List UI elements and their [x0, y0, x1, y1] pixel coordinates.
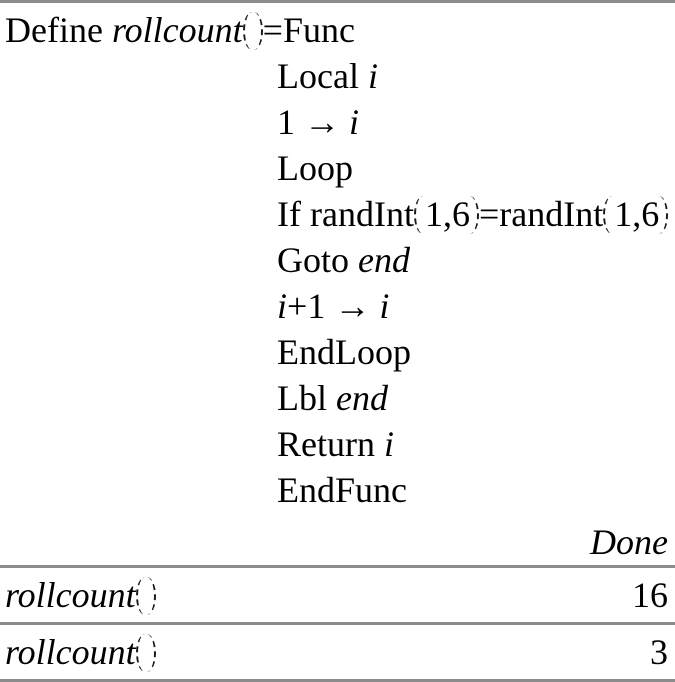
equals-operator: =	[478, 194, 500, 234]
randint-args: 1,6	[614, 194, 660, 234]
dashed-paren-close-icon	[147, 577, 156, 615]
variable-i: i	[383, 424, 394, 464]
expression-rollcount-call[interactable]: rollcount	[5, 631, 156, 673]
code-line-init: 1 → i	[277, 99, 668, 145]
randint-function: randInt	[499, 194, 604, 234]
expression-rollcount-call[interactable]: rollcount	[5, 574, 156, 616]
history-entry-define[interactable]: Define rollcount=Func Local i 1 → i Loop…	[0, 3, 675, 565]
define-result[interactable]: Done	[5, 519, 668, 565]
define-keyword: Define	[5, 10, 112, 50]
dashed-paren-close-icon	[254, 12, 263, 50]
history-entry-1[interactable]: rollcount 16	[0, 568, 675, 622]
store-arrow-icon: →	[295, 102, 349, 142]
func-keyword: Func	[282, 10, 355, 50]
goto-keyword: Goto	[277, 240, 358, 280]
entry-separator	[0, 565, 675, 568]
assign-operator: =	[262, 10, 283, 50]
variable-i: i	[277, 286, 288, 326]
dashed-paren-open-icon	[413, 196, 423, 234]
code-line-define: Define rollcount =Func	[5, 7, 668, 53]
history-entry-2[interactable]: rollcount 3	[0, 625, 675, 679]
local-keyword: Local	[277, 56, 368, 96]
entry-separator	[0, 622, 675, 625]
init-value: 1	[277, 102, 295, 142]
lbl-keyword: Lbl	[277, 378, 336, 418]
function-name: rollcount	[111, 10, 243, 50]
randint-args: 1,6	[424, 194, 470, 234]
code-line-endloop: EndLoop	[277, 329, 668, 375]
top-separator	[0, 0, 675, 3]
store-arrow-icon: →	[325, 286, 380, 326]
result-value[interactable]: 3	[650, 632, 668, 672]
bottom-separator	[0, 679, 675, 682]
dashed-paren-close-icon	[470, 196, 479, 234]
code-line-local: Local i	[277, 53, 668, 99]
dashed-paren-close-icon	[659, 196, 669, 234]
endfunc-keyword: EndFunc	[277, 470, 407, 510]
done-status: Done	[590, 522, 668, 562]
function-name: rollcount	[5, 632, 136, 672]
label-end: end	[336, 378, 388, 418]
code-line-return: Return i	[277, 421, 668, 467]
dashed-paren-close-icon	[147, 634, 156, 672]
return-keyword: Return	[277, 424, 384, 464]
dashed-paren-open-icon	[603, 196, 612, 234]
dashed-paren-open-icon	[242, 12, 252, 50]
code-line-endfunc: EndFunc	[277, 467, 668, 513]
variable-i: i	[349, 102, 360, 142]
randint-function: randInt	[309, 194, 414, 234]
code-line-increment: i+1 → i	[277, 283, 668, 329]
variable-i: i	[379, 286, 390, 326]
result-value[interactable]: 16	[632, 575, 668, 615]
dashed-paren-open-icon	[135, 577, 145, 615]
if-keyword: If	[277, 194, 310, 234]
code-line-goto: Goto end	[277, 237, 668, 283]
code-line-loop: Loop	[277, 145, 668, 191]
endloop-keyword: EndLoop	[277, 332, 411, 372]
code-line-lbl: Lbl end	[277, 375, 668, 421]
variable-i: i	[367, 56, 378, 96]
plus-one: +1	[287, 286, 326, 326]
label-end: end	[358, 240, 410, 280]
dashed-paren-open-icon	[135, 634, 145, 672]
function-name: rollcount	[5, 575, 136, 615]
loop-keyword: Loop	[277, 148, 353, 188]
